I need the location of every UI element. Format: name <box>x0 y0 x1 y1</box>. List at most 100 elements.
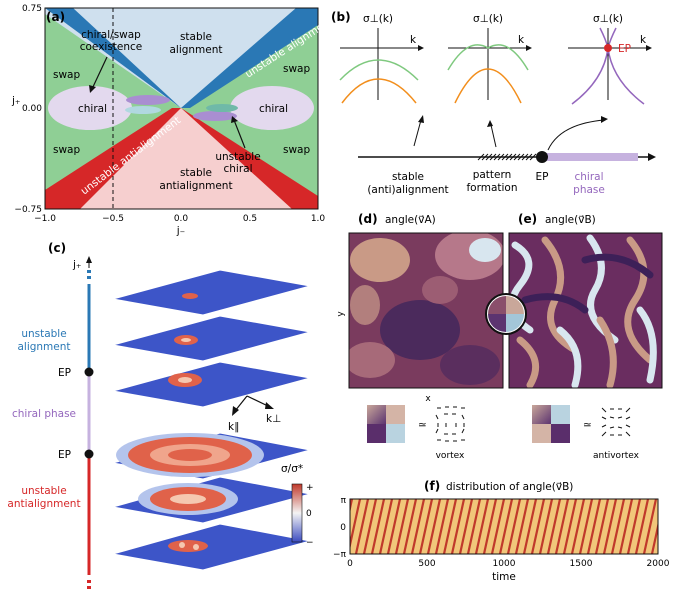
simeq-1: ≃ <box>418 419 427 431</box>
c-label-ep2: EP <box>58 449 71 461</box>
stripe <box>450 499 466 554</box>
k-label-2: k <box>518 34 525 46</box>
stripe <box>522 499 538 554</box>
antivortex-legend: ≃ antivortex <box>532 405 640 461</box>
zoom-circle <box>485 293 527 335</box>
stripe <box>546 499 562 554</box>
cbar-label: σ/σ* <box>281 463 303 475</box>
stripe <box>402 499 418 554</box>
stripe <box>426 499 442 554</box>
panel-a-tag: (a) <box>46 10 65 24</box>
simeq-2: ≃ <box>583 419 592 431</box>
xtick-1: −1.0 <box>34 214 56 224</box>
f-ytick-top: π <box>341 496 347 506</box>
panel-d-title: angle(v⃗A) <box>385 214 436 226</box>
label-coexistence-2: coexistence <box>80 41 143 53</box>
label-unstable-chiral-1: unstable <box>215 151 260 163</box>
stripe <box>418 499 434 554</box>
cbar-bottom: − <box>306 538 314 548</box>
map-2 <box>112 315 311 362</box>
stripe <box>562 499 578 554</box>
stripe <box>442 499 458 554</box>
stripe <box>618 499 634 554</box>
sigma-label-1: σ⊥(k) <box>363 13 393 25</box>
stripe <box>594 499 610 554</box>
panel-e-title: angle(v⃗B) <box>545 214 596 226</box>
stripe <box>554 499 570 554</box>
stripe <box>482 499 498 554</box>
label-swap-bl: swap <box>53 144 80 156</box>
c-label-ua-2: alignment <box>17 341 70 353</box>
chiral-region-right <box>230 86 314 130</box>
map-6 <box>112 523 311 571</box>
b-label-chiral-1: chiral <box>574 171 603 183</box>
kpar-label: k∥ <box>228 421 239 433</box>
red-band-right <box>181 108 318 209</box>
label-stable-alignment-2: alignment <box>169 44 222 56</box>
panel-c-tag: (c) <box>48 241 66 255</box>
sigma-label-3: σ⊥(k) <box>593 13 623 25</box>
swap-sliver-left <box>125 106 161 114</box>
b-label-ep: EP <box>536 171 549 183</box>
xtick-5: 1.0 <box>311 214 326 224</box>
label-chiral-left: chiral <box>78 103 107 115</box>
curve-green-2 <box>447 44 529 71</box>
map-1 <box>112 269 311 316</box>
panel-d-xlabel: x <box>425 394 431 404</box>
colorbar: σ/σ* + 0 − <box>281 463 314 548</box>
b-label-chiral-2: phase <box>573 184 605 196</box>
arrow-coexistence <box>91 56 108 90</box>
ep-dot-b <box>604 44 612 52</box>
stripe <box>668 499 680 554</box>
panel-c-stacked-maps <box>112 269 311 571</box>
curve-green-1 <box>339 59 419 81</box>
swap-sliver-right <box>206 104 238 112</box>
curve-orange-2 <box>454 68 522 104</box>
curve-orange-1 <box>341 78 417 104</box>
f-xtick-1: 0 <box>347 559 353 569</box>
panel-f-title: distribution of angle(v⃗B) <box>446 481 573 493</box>
stripe <box>466 499 482 554</box>
label-coexistence-1: chiral/swap <box>81 29 141 41</box>
b-label-pattern-1: pattern <box>473 169 512 181</box>
chiral-region-left <box>48 86 132 130</box>
stripe <box>474 499 490 554</box>
panel-b-timeline <box>358 115 656 163</box>
c-axis-label: j₊ <box>72 259 81 271</box>
c-label-ep1: EP <box>58 367 71 379</box>
panel-a-xlabel: j₋ <box>176 225 185 237</box>
vortex-label: vortex <box>436 451 465 461</box>
stripe <box>610 499 626 554</box>
stripe <box>370 499 386 554</box>
c-label-ua-1: unstable <box>21 328 66 340</box>
panel-d-field <box>349 233 503 388</box>
panel-f-heatmap <box>350 499 686 554</box>
f-ytick-bottom: −π <box>333 550 347 560</box>
stripe <box>586 499 602 554</box>
stripe <box>626 499 642 554</box>
c-label-uaa-2: antialignment <box>7 498 80 510</box>
stripe <box>578 499 594 554</box>
map-3 <box>112 361 311 408</box>
panel-a-ylabel: j₊ <box>11 95 20 107</box>
label-unstable-chiral-2: chiral <box>223 163 252 175</box>
b-label-pattern-2: formation <box>466 182 517 194</box>
stripe <box>676 499 686 554</box>
f-ytick-mid: 0 <box>340 523 346 533</box>
stripe <box>602 499 618 554</box>
stripe <box>490 499 506 554</box>
label-stable-alignment-1: stable <box>180 31 212 43</box>
antivortex-label: antivortex <box>593 451 640 461</box>
k-label-1: k <box>410 34 417 46</box>
panel-d-tag: (d) <box>358 212 378 226</box>
ytick-bottom: −0.75 <box>14 205 42 215</box>
stripe <box>410 499 426 554</box>
stripe <box>570 499 586 554</box>
label-swap-tl: swap <box>53 69 80 81</box>
xtick-2: −0.5 <box>102 214 124 224</box>
cbar-mid: 0 <box>306 509 312 519</box>
stripe <box>538 499 554 554</box>
panel-f-xlabel: time <box>492 571 516 583</box>
stripe <box>506 499 522 554</box>
